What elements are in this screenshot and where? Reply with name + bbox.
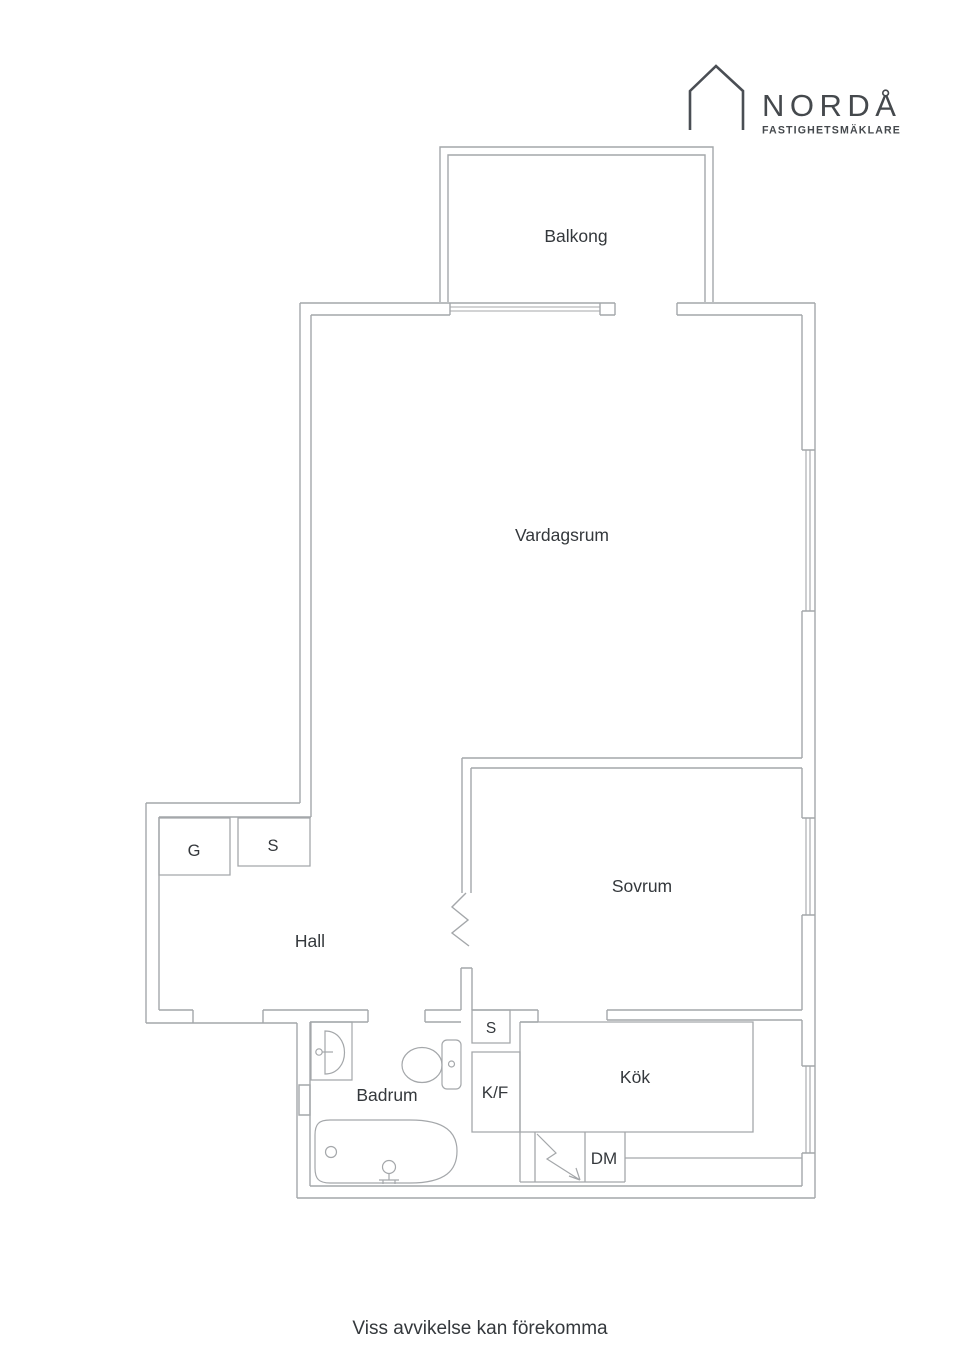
wall-recess [298, 1084, 311, 1116]
label-kyl-frys: K/F [482, 1083, 508, 1102]
label-sovrum: Sovrum [612, 876, 672, 896]
label-badrum: Badrum [356, 1085, 417, 1105]
label-balkong: Balkong [544, 226, 607, 246]
closet-s-hall-box [237, 817, 311, 867]
label-skap-kok: S [486, 1020, 496, 1037]
brand-name: NORDÅ [762, 88, 901, 123]
label-kok: Kök [620, 1067, 650, 1087]
label-skap-hall: S [267, 837, 278, 855]
label-diskmaskin: DM [591, 1149, 617, 1168]
brand-logo: NORDÅ FASTIGHETSMÄKLARE [688, 64, 901, 137]
kitchen-counter [519, 1021, 754, 1182]
livingroom-window [805, 450, 811, 611]
label-hall: Hall [295, 931, 325, 951]
toilet-icon [401, 1039, 462, 1090]
bathroom-fixtures [310, 1021, 462, 1184]
room-labels: Balkong Vardagsrum Sovrum Hall Badrum Kö… [188, 226, 673, 1168]
label-garderob: G [188, 842, 201, 860]
disclaimer-text: Viss avvikelse kan förekomma [352, 1318, 608, 1339]
stove-icon [536, 1133, 581, 1181]
stove-dm-boxes [520, 1132, 802, 1183]
storage-units [158, 817, 802, 1183]
apartment-walls [145, 302, 816, 1199]
entry-opening [159, 1009, 264, 1023]
kitchen-window [805, 1066, 811, 1153]
house-outline-icon [688, 64, 745, 130]
closet-s-kitchen-box [471, 1009, 511, 1044]
bathtub-icon [314, 1119, 458, 1184]
wall-break-symbol [450, 892, 470, 947]
label-vardagsrum: Vardagsrum [515, 525, 609, 545]
bedroom-window [805, 818, 811, 915]
wardrobe-g-box [158, 817, 231, 876]
brand-tagline: FASTIGHETSMÄKLARE [762, 124, 901, 137]
sink-icon [310, 1021, 353, 1081]
balcony-walls [439, 146, 714, 302]
balcony-window [450, 306, 600, 312]
